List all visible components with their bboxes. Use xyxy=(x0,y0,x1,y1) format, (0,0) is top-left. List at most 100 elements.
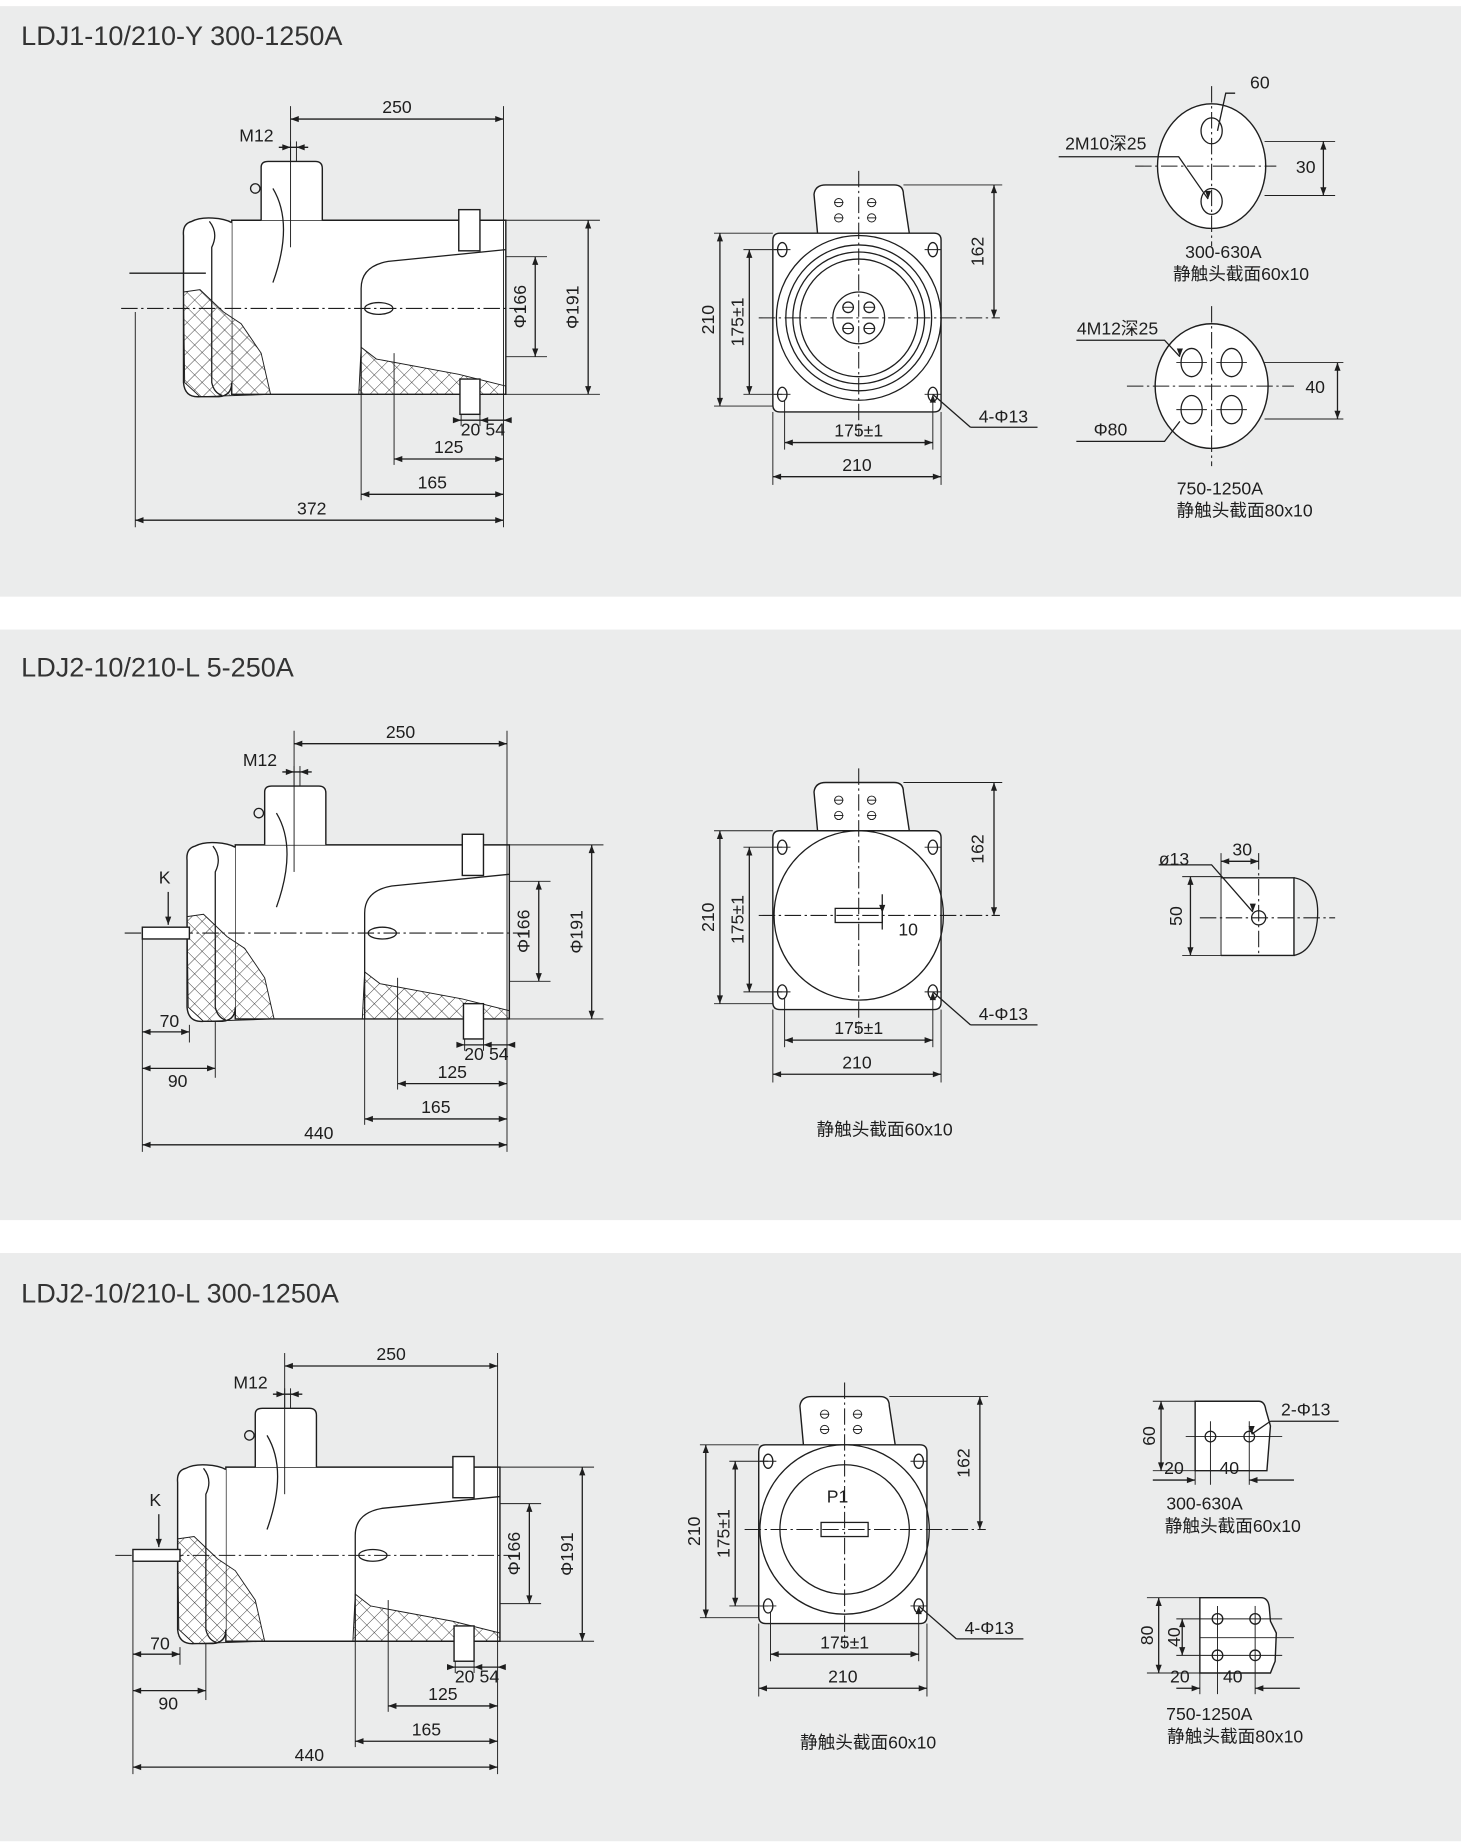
panel-3-side-dim-90-label: 90 xyxy=(158,1693,178,1713)
panel-1-detail-a-thread-hole xyxy=(1200,187,1223,215)
arrowhead xyxy=(489,1362,498,1370)
panel-1-side-dim-54-label: 54 xyxy=(485,420,505,440)
arrowhead xyxy=(702,1609,709,1618)
panel-2-slot-width-label: 10 xyxy=(898,919,918,939)
panel-2-side-dim-20-label: 20 xyxy=(464,1044,484,1064)
panel-1-side-screw-icon xyxy=(249,183,261,194)
arrowhead xyxy=(1179,1647,1186,1656)
arrowhead xyxy=(1187,876,1194,885)
panel-3-side-k-label: K xyxy=(149,1490,161,1510)
panel-2-front-nameplate-ear xyxy=(813,781,910,831)
panel-1-side-dim-250-label: 250 xyxy=(382,97,412,117)
panel-3-side-dim-phi191-label: Φ191 xyxy=(557,1532,577,1575)
panel-3-detail-b-section-label: 静触头截面80x10 xyxy=(1167,1726,1303,1746)
panel-3-side-insulation-hatch-left xyxy=(177,1536,266,1645)
panel-3-side-dim-54-label: 54 xyxy=(480,1666,500,1686)
panel-3-side-dim-250-label: 250 xyxy=(376,1344,406,1364)
arrowhead xyxy=(784,1037,793,1044)
arrowhead xyxy=(290,116,299,123)
arrowhead xyxy=(732,1597,739,1606)
panel-1-front-dim-210h-label: 210 xyxy=(842,455,872,475)
panel-1-side-dim-phi191-label: Φ191 xyxy=(563,286,583,329)
panel-1-front-dim-210v-label: 210 xyxy=(698,305,718,335)
arrowhead xyxy=(526,1595,533,1604)
arrowhead xyxy=(1157,1462,1165,1471)
arrowhead xyxy=(290,1391,299,1398)
panel-1-title: LDJ1-10/210-Y 300-1250A xyxy=(21,21,342,51)
panel-1-front-base-plate xyxy=(772,232,942,413)
arrowhead xyxy=(452,417,462,424)
arrowhead xyxy=(456,1041,465,1048)
arrowhead xyxy=(1320,187,1327,196)
panel-3-side-screw-icon xyxy=(244,1430,255,1441)
arrowhead xyxy=(772,1071,782,1078)
arrowhead xyxy=(526,1503,533,1512)
arrowhead xyxy=(171,1651,180,1658)
arrowhead xyxy=(532,256,539,265)
arrowhead xyxy=(784,439,793,446)
arrowhead xyxy=(355,1738,364,1745)
panel-3-side-terminal-box xyxy=(254,1407,318,1468)
arrowhead xyxy=(474,1664,483,1671)
arrowhead xyxy=(770,1651,779,1658)
arrowhead xyxy=(142,1141,151,1148)
arrowhead xyxy=(495,455,504,463)
arrowhead xyxy=(585,386,592,395)
panel-1-front-bolt-hole xyxy=(863,322,876,335)
arrowhead xyxy=(495,517,504,524)
panel-2-side-dim-165-label: 165 xyxy=(421,1097,451,1117)
panel-1-detail-b-phi80-leader xyxy=(1076,420,1181,443)
arrowhead xyxy=(489,1764,498,1771)
panel-1-detail-a-section-label: 静触头截面60x10 xyxy=(1173,264,1309,284)
arrowhead xyxy=(879,904,886,914)
arrowhead xyxy=(497,1664,506,1671)
arrowhead xyxy=(932,473,942,480)
panel-3-front-dim-210v-label: 210 xyxy=(684,1516,704,1546)
arrowhead xyxy=(702,1444,709,1454)
arrowhead xyxy=(155,1538,162,1548)
panel-1-detail-b-section-label: 静触头截面80x10 xyxy=(1176,501,1312,521)
panel-1-side-terminal-box xyxy=(260,160,324,221)
arrowhead xyxy=(1187,947,1194,956)
panel-1-side-terminal-curve xyxy=(272,188,285,283)
panel-2-side-secondary-rod xyxy=(141,926,191,940)
panel-1-side-dim-phi166-label: Φ166 xyxy=(510,285,530,329)
arrowhead xyxy=(165,916,172,925)
arrowhead xyxy=(1191,1685,1200,1692)
panel-1-detail-b-range-label: 750-1250A xyxy=(1177,478,1263,498)
arrowhead xyxy=(498,1080,507,1087)
arrowhead xyxy=(1186,1477,1196,1484)
arrowhead xyxy=(732,1461,739,1470)
arrowhead xyxy=(929,991,936,1001)
arrowhead xyxy=(197,1687,206,1694)
panel-2-section-label: 静触头截面60x10 xyxy=(817,1119,953,1139)
panel-2-side-insulation-hatch-left xyxy=(186,913,275,1022)
arrowhead xyxy=(1155,1664,1162,1673)
panel-1-detail-a-thread-leader xyxy=(1058,156,1209,200)
arrowhead xyxy=(364,1115,373,1123)
arrowhead xyxy=(207,1065,216,1072)
panel-1-front-dim-162-label: 162 xyxy=(967,237,987,266)
arrowhead xyxy=(1334,410,1341,420)
panel-3-front-base-plate xyxy=(758,1444,928,1625)
panel-2-front-holes-leader xyxy=(932,991,971,1026)
panel-1-side-dim-125-label: 125 xyxy=(434,437,464,457)
arrowhead xyxy=(388,1702,397,1709)
arrowhead xyxy=(394,455,403,463)
panel-3-detail-a-section-label: 静触头截面60x10 xyxy=(1165,1516,1301,1536)
arrowhead xyxy=(181,1028,190,1035)
panel-1-detail-a-range-label: 300-630A xyxy=(1185,242,1262,262)
panel-3-detail-a-dim-40-label: 40 xyxy=(1219,1458,1239,1478)
arrowhead xyxy=(990,907,998,916)
panel-3-front-dim-175v-label: 175±1 xyxy=(713,1509,733,1558)
arrowhead xyxy=(296,144,305,151)
panel-2-side-dim-phi166-label: Φ166 xyxy=(513,909,533,953)
arrowhead xyxy=(532,348,539,357)
arrowhead xyxy=(716,830,723,839)
panel-2-side-upper-lug xyxy=(461,833,485,877)
arrowhead xyxy=(929,394,936,403)
panel-2-title: LDJ2-10/210-L 5-250A xyxy=(21,653,294,683)
arrowhead xyxy=(135,517,144,524)
panel-3-detail-b-dim-20-label: 20 xyxy=(1170,1666,1190,1686)
